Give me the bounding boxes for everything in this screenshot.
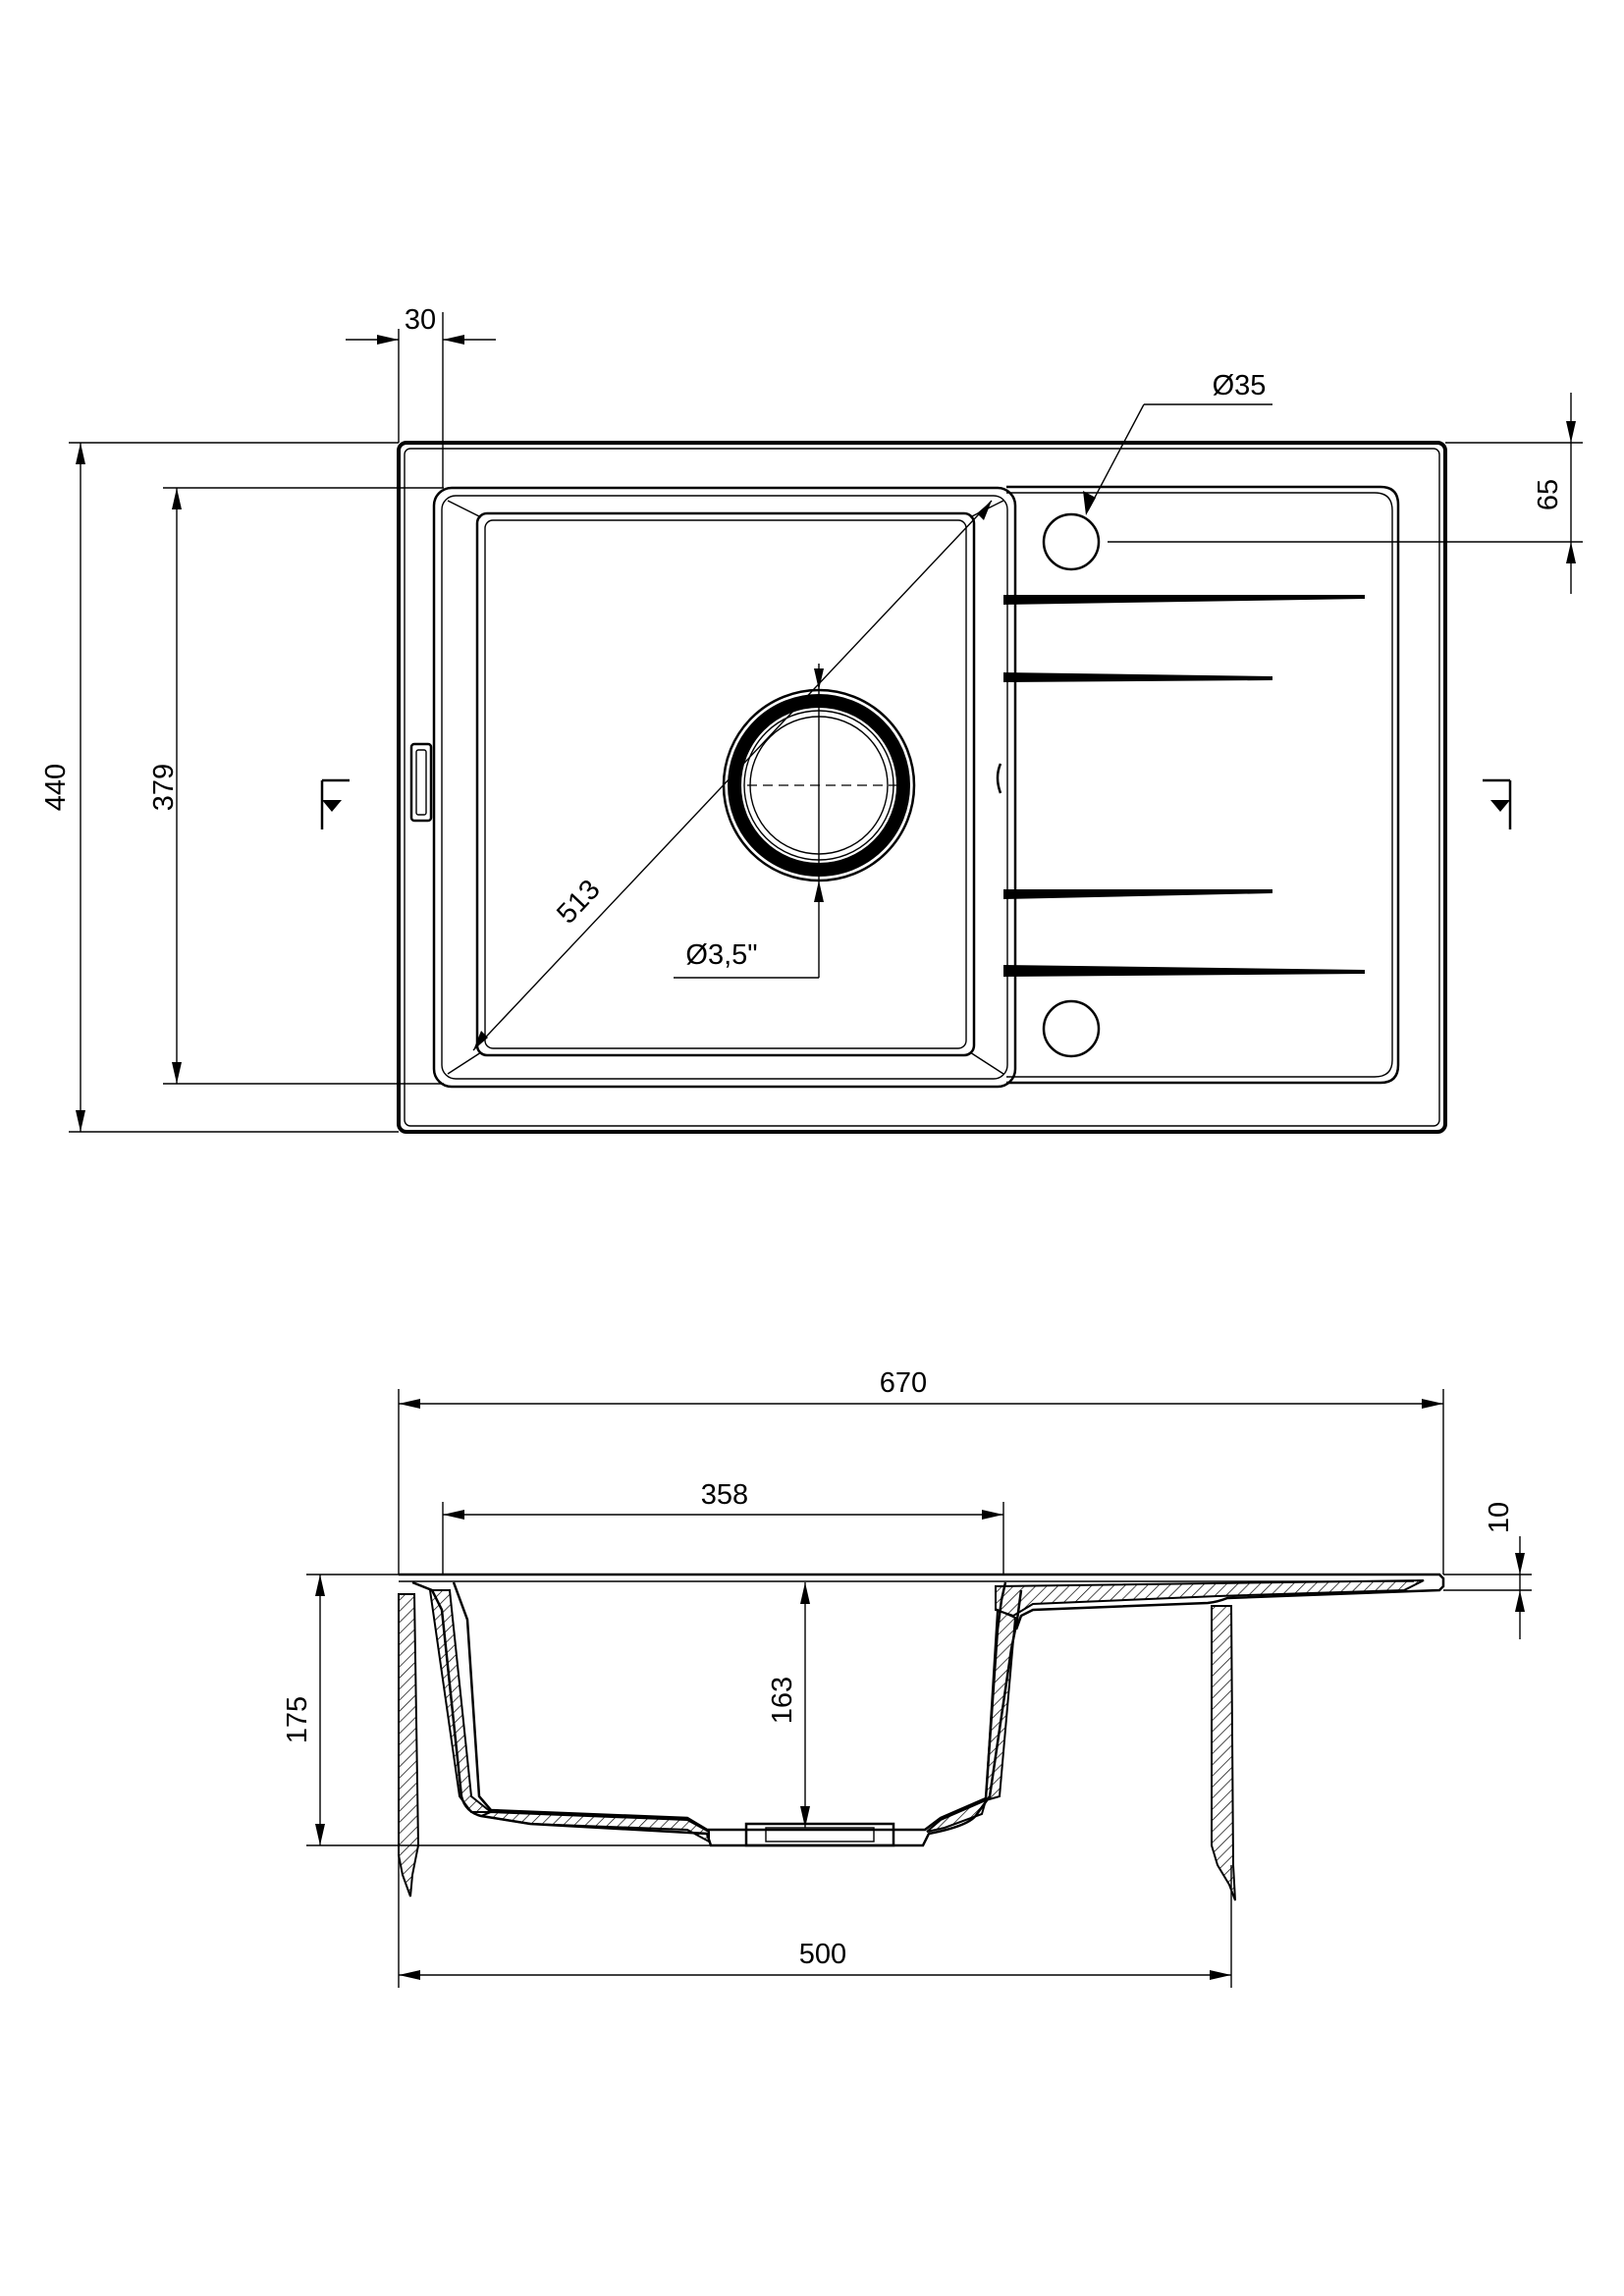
dim-tap-hole-35: Ø35: [1083, 370, 1272, 515]
waste-section-inner: [765, 1827, 875, 1842]
bowl-outer: [432, 486, 1017, 1089]
dim-label-175: 175: [282, 1696, 313, 1743]
bowl-section-outer: [411, 1580, 1023, 1847]
section-marker-right: [1483, 778, 1512, 829]
drainboard-groove-4: [1003, 965, 1365, 977]
sink-lip: [399, 1573, 1445, 1630]
bowl-wall-hatch-left: [428, 1589, 494, 1813]
bowl-wall-hatch-right: [984, 1608, 1017, 1802]
bowl-section-inner: [452, 1581, 1007, 1832]
section-view: 670 358 10 175: [282, 1367, 1532, 1988]
dim-label-379: 379: [148, 764, 180, 811]
drainboard-area-inner: [1006, 492, 1393, 1078]
tap-hole-bottom: [1042, 999, 1101, 1058]
tap-hole-top: [1042, 512, 1101, 571]
dim-label-d35: Ø35: [1213, 370, 1267, 401]
dim-label-waste: Ø3,5": [685, 939, 757, 971]
bowl-bottom-hatch: [477, 1810, 710, 1843]
dim-waste-35in: Ø3,5": [674, 664, 824, 979]
dim-label-65: 65: [1533, 479, 1564, 510]
drainboard-groove-1: [1003, 595, 1365, 605]
drainboard-section: [995, 1579, 1425, 1618]
cabinet-wall-right: [1211, 1605, 1236, 1901]
bowl-bottom-hatch-right: [926, 1798, 988, 1833]
divider-mark: [996, 763, 1002, 794]
dim-flange-30: 30: [346, 304, 496, 488]
overflow-slot: [409, 742, 433, 823]
dim-depth-440: 440: [40, 442, 399, 1133]
dim-cabinet-500: 500: [398, 1845, 1232, 1988]
dim-lip-10: 10: [1443, 1502, 1532, 1639]
bowl-corner-bevel: [969, 1051, 1004, 1075]
bowl-bottom: [475, 511, 976, 1057]
overflow-slot-inner: [415, 749, 427, 816]
waste-section: [744, 1822, 895, 1847]
dim-label-163: 163: [767, 1677, 798, 1724]
dim-label-10: 10: [1484, 1502, 1515, 1533]
bowl-corner-bevel: [447, 1051, 482, 1075]
dim-width-670: 670: [398, 1367, 1444, 1575]
drainboard-groove-3: [1003, 889, 1272, 899]
bowl-outer-second: [441, 495, 1008, 1080]
cabinet-wall-left: [398, 1593, 420, 1897]
drainboard-area: [1006, 485, 1400, 1085]
top-view: 30 Ø35 65 440: [40, 304, 1583, 1134]
dim-bowl-379: 379: [148, 487, 444, 1085]
sink-outer-rim-inner: [404, 448, 1440, 1127]
dim-label-30: 30: [405, 304, 436, 336]
bowl-corner-bevel: [447, 500, 482, 518]
dim-label-670: 670: [880, 1367, 927, 1399]
drainboard-groove-2: [1003, 672, 1272, 682]
dim-height-175: 175: [282, 1574, 746, 1846]
dim-bowl-height-163: 163: [767, 1582, 810, 1828]
section-marker-left: [320, 778, 350, 829]
dim-bowl-358: 358: [442, 1479, 1004, 1575]
dim-tap-offset-65: 65: [1108, 393, 1583, 594]
dim-label-358: 358: [701, 1479, 748, 1511]
bowl-bottom-inner: [484, 519, 967, 1049]
dim-label-513: 513: [551, 874, 606, 930]
dim-label-440: 440: [40, 764, 72, 811]
dim-label-500: 500: [799, 1939, 846, 1970]
sink-outer-rim: [397, 441, 1447, 1134]
